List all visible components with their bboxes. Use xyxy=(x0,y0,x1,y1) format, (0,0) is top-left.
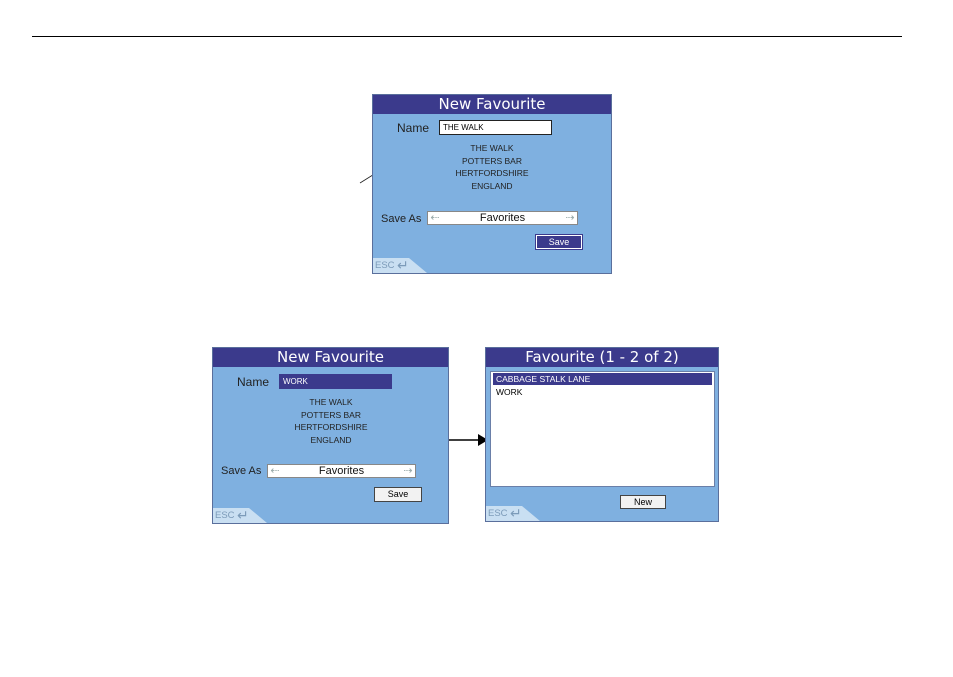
arrow-right-icon[interactable]: ⇢ xyxy=(564,212,576,224)
address-line: ENGLAND xyxy=(272,434,390,447)
window-title: New Favourite xyxy=(213,348,448,367)
save-as-select[interactable]: ⇠ Favorites ⇢ xyxy=(267,464,416,478)
list-item[interactable]: CABBAGE STALK LANE xyxy=(493,373,712,385)
save-as-value: Favorites xyxy=(480,212,525,224)
new-favourite-window-top: New Favourite Name THE WALK THE WALK POT… xyxy=(372,94,612,274)
address-line: POTTERS BAR xyxy=(433,155,551,168)
esc-button[interactable]: ESC ↵ xyxy=(373,258,427,273)
address-block: THE WALK POTTERS BAR HERTFORDSHIRE ENGLA… xyxy=(272,396,390,446)
page-rule xyxy=(32,36,902,37)
address-block: THE WALK POTTERS BAR HERTFORDSHIRE ENGLA… xyxy=(433,142,551,192)
new-button[interactable]: New xyxy=(620,495,666,509)
favourite-list[interactable]: CABBAGE STALK LANE WORK xyxy=(490,371,715,487)
return-arrow-icon: ↵ xyxy=(237,507,249,524)
arrow-left-icon[interactable]: ⇠ xyxy=(429,212,441,224)
arrow-right-icon[interactable]: ⇢ xyxy=(402,465,414,477)
save-as-label: Save As xyxy=(381,213,421,225)
address-line: THE WALK xyxy=(433,142,551,155)
return-arrow-icon: ↵ xyxy=(397,257,409,274)
name-input[interactable]: THE WALK xyxy=(439,120,552,135)
save-button[interactable]: Save xyxy=(536,235,582,249)
address-line: HERTFORDSHIRE xyxy=(272,421,390,434)
list-item[interactable]: WORK xyxy=(493,386,712,398)
esc-label: ESC xyxy=(215,510,235,521)
save-as-label: Save As xyxy=(221,465,261,477)
favourite-list-window: Favourite (1 - 2 of 2) CABBAGE STALK LAN… xyxy=(485,347,719,522)
address-line: HERTFORDSHIRE xyxy=(433,167,551,180)
save-as-value: Favorites xyxy=(319,465,364,477)
esc-label: ESC xyxy=(375,260,395,271)
new-favourite-window-bottom: New Favourite Name WORK THE WALK POTTERS… xyxy=(212,347,449,524)
save-as-select[interactable]: ⇠ Favorites ⇢ xyxy=(427,211,578,225)
window-title: Favourite (1 - 2 of 2) xyxy=(486,348,718,367)
name-label: Name xyxy=(397,121,429,135)
window-title: New Favourite xyxy=(373,95,611,114)
address-line: THE WALK xyxy=(272,396,390,409)
name-label: Name xyxy=(237,375,269,389)
name-input[interactable]: WORK xyxy=(279,374,392,389)
esc-button[interactable]: ESC ↵ xyxy=(486,506,540,521)
esc-label: ESC xyxy=(488,508,508,519)
esc-button[interactable]: ESC ↵ xyxy=(213,508,267,523)
arrow-left-icon[interactable]: ⇠ xyxy=(269,465,281,477)
return-arrow-icon: ↵ xyxy=(510,505,522,522)
save-button[interactable]: Save xyxy=(374,487,422,502)
address-line: ENGLAND xyxy=(433,180,551,193)
address-line: POTTERS BAR xyxy=(272,409,390,422)
